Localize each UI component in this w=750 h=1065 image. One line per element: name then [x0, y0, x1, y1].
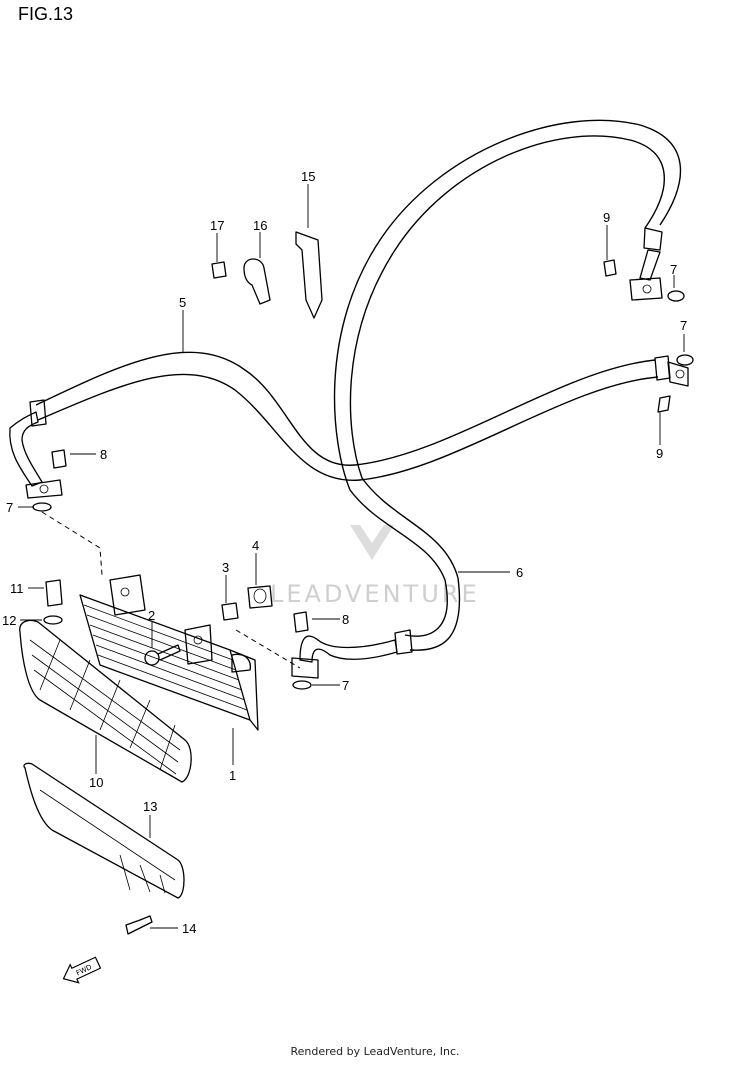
- callout-7d: 7: [680, 318, 687, 333]
- footer-credit: Rendered by LeadVenture, Inc.: [290, 1045, 460, 1058]
- oil-hose-6: [291, 119, 682, 679]
- watermark-text: LEADVENTURE: [270, 580, 480, 608]
- callouts: 1 2 3 4 5 6 7 7 7 7 8 8 9 9 10 11 12 13 …: [2, 169, 687, 936]
- clamp-16: [243, 258, 271, 305]
- o-rings: [32, 290, 694, 690]
- callout-4: 4: [252, 538, 259, 553]
- callout-8a: 8: [100, 447, 107, 462]
- screw-14: [125, 915, 153, 935]
- callout-7a: 7: [6, 500, 13, 515]
- figure-title: FIG.13: [18, 4, 74, 24]
- watermark: LEADVENTURE: [270, 525, 480, 608]
- callout-10: 10: [89, 775, 103, 790]
- cooler-net-13: [23, 762, 185, 899]
- callout-11: 11: [10, 581, 24, 596]
- bolt-2: [144, 644, 181, 666]
- oil-cooler-1: [79, 574, 259, 731]
- oil-hose-5: [9, 351, 689, 499]
- bolts-8-9: [51, 259, 671, 633]
- callout-8b: 8: [342, 612, 349, 627]
- forward-arrow-icon: FWD: [62, 956, 102, 984]
- bolt-17: [211, 261, 227, 279]
- leader-lines: [18, 184, 685, 929]
- callout-9a: 9: [603, 210, 610, 225]
- collar-3: [221, 602, 239, 621]
- callout-2: 2: [148, 608, 155, 623]
- callout-12: 12: [2, 613, 16, 628]
- callout-3: 3: [222, 560, 229, 575]
- assembly-lines: [41, 511, 301, 669]
- callout-13: 13: [143, 799, 157, 814]
- callout-5: 5: [179, 295, 186, 310]
- callout-1: 1: [229, 768, 236, 783]
- callout-14: 14: [182, 921, 196, 936]
- band-15: [295, 231, 323, 319]
- bolt-11-washer-12: [43, 579, 63, 625]
- callout-17: 17: [210, 218, 224, 233]
- callout-6: 6: [516, 565, 523, 580]
- callout-7c: 7: [670, 262, 677, 277]
- callout-7b: 7: [342, 678, 349, 693]
- callout-9b: 9: [656, 446, 663, 461]
- callout-15: 15: [301, 169, 315, 184]
- cooler-net-10: [19, 619, 192, 783]
- cushion-4: [247, 585, 273, 609]
- watermark-logo-icon: [350, 525, 394, 560]
- callout-16: 16: [253, 218, 267, 233]
